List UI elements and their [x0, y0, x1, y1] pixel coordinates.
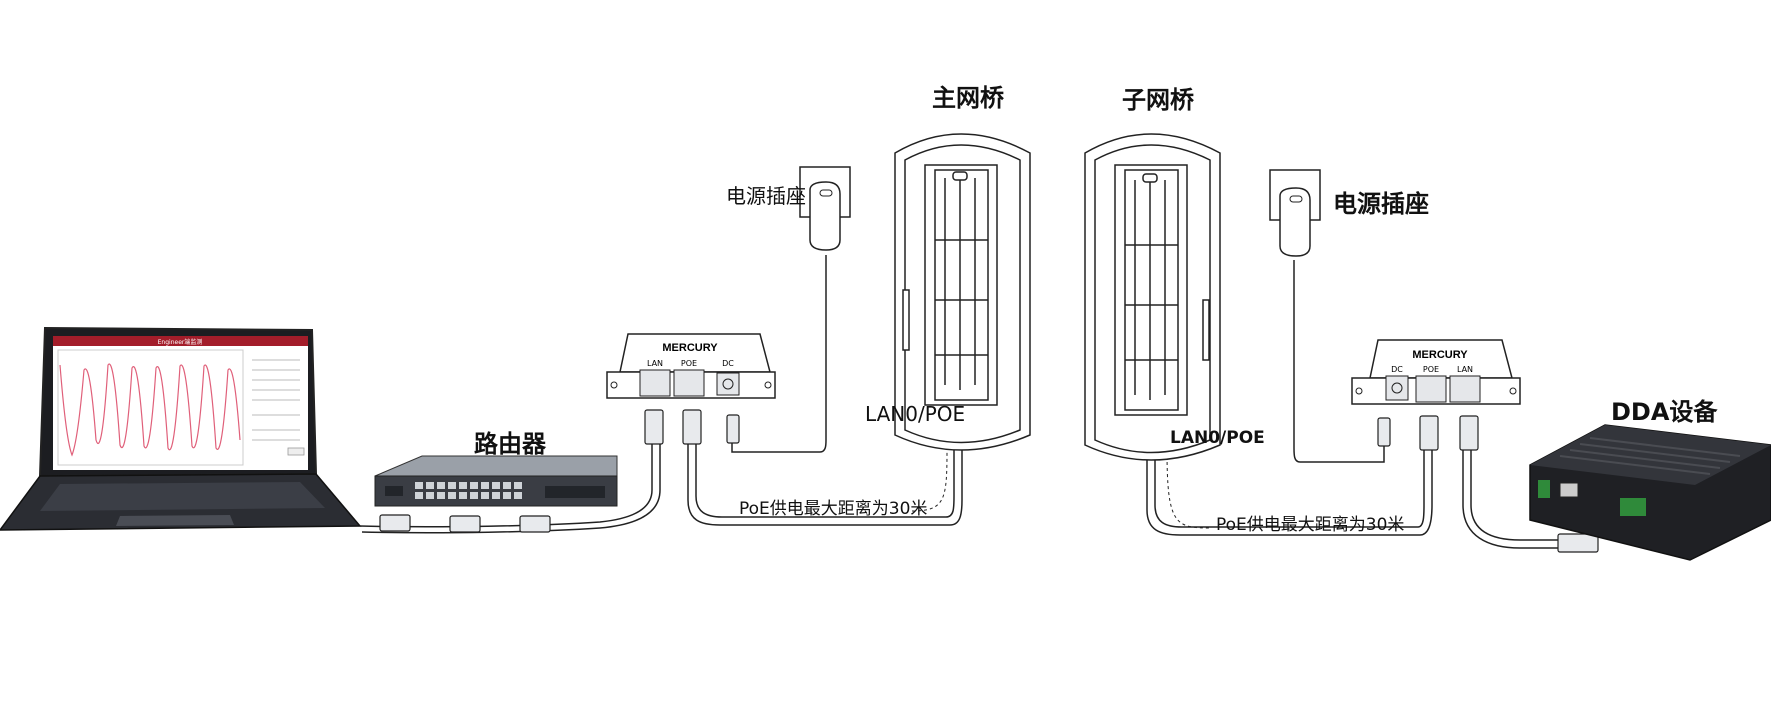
dda-device — [1529, 424, 1771, 561]
laptop-side-panel — [252, 359, 300, 441]
label-main-bridge: 主网桥 — [932, 84, 1004, 112]
poe-left-port-dc: DC — [722, 359, 734, 368]
label-dda-device: DDA设备 — [1611, 398, 1718, 426]
cables — [359, 255, 1560, 549]
poe-left-port-poe: POE — [681, 359, 697, 368]
laptop: Engineer端监测 — [0, 326, 362, 531]
cable-dc-power-right — [1293, 260, 1385, 463]
power-socket-left — [799, 166, 851, 251]
dda-terminal-left — [1538, 480, 1550, 498]
power-socket-right — [1269, 169, 1321, 257]
label-router: 路由器 — [474, 430, 546, 458]
label-power-socket-right: 电源插座 — [1333, 190, 1429, 218]
label-poe-distance-left: PoE供电最大距离为30米 — [739, 499, 928, 519]
cable-dc-power-left — [731, 255, 827, 453]
poe-left-port-lan: LAN — [647, 359, 663, 368]
dda-terminal-right — [1620, 498, 1646, 516]
label-lan0-poe-left: LAN0/POE — [865, 402, 966, 426]
cable-laptop-router — [359, 440, 653, 528]
cable-lan-dda — [1470, 445, 1560, 541]
label-lan0-poe-right: LAN0/POE — [1170, 428, 1265, 448]
poe-right-brand: MERCURY — [1412, 349, 1468, 361]
main-bridge — [894, 133, 1031, 451]
cable-poe-main-bridge — [687, 430, 963, 526]
label-power-socket-left: 电源插座 — [726, 184, 806, 208]
router-switch — [374, 455, 618, 507]
laptop-chart-frame — [57, 349, 244, 466]
poe-right-port-lan: LAN — [1457, 365, 1473, 374]
label-poe-distance-right: PoE供电最大距离为30米 — [1216, 515, 1405, 535]
poe-right-port-dc: DC — [1391, 365, 1403, 374]
laptop-chart-waveform — [59, 363, 241, 457]
poe-injector-right: MERCURY DC POE LAN — [1351, 339, 1521, 405]
poe-right-port-poe: POE — [1423, 365, 1439, 374]
dashed-guides — [911, 449, 1211, 529]
sub-bridge — [1084, 133, 1221, 461]
laptop-app-header — [53, 336, 308, 346]
poe-injector-left: MERCURY LAN POE DC — [606, 333, 776, 399]
poe-left-brand: MERCURY — [662, 342, 718, 354]
laptop-app-title: Engineer端监测 — [158, 338, 203, 346]
cable-sub-bridge-poe — [1146, 440, 1433, 536]
label-sub-bridge: 子网桥 — [1122, 86, 1194, 114]
